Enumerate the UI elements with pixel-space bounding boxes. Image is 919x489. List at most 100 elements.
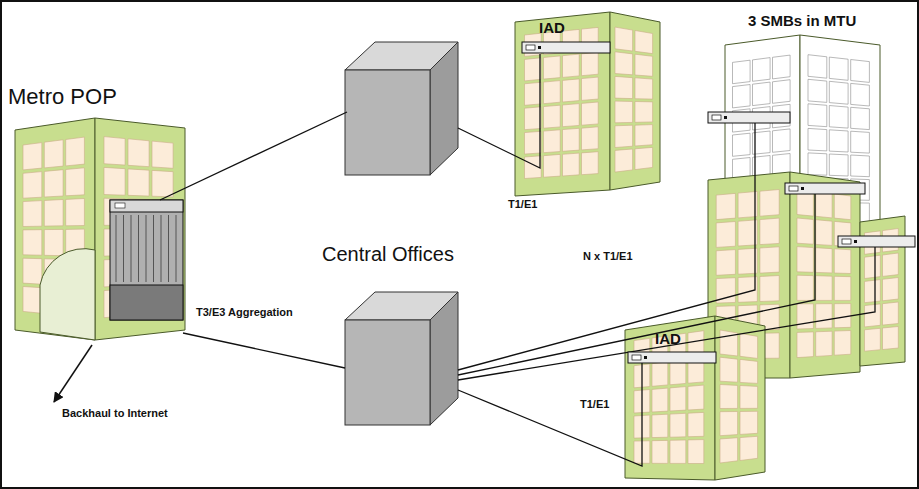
circuit-line xyxy=(160,112,347,200)
window xyxy=(797,332,813,358)
window xyxy=(544,81,561,104)
window xyxy=(670,387,686,411)
window xyxy=(851,155,870,177)
circuit-line xyxy=(458,247,875,380)
window xyxy=(816,248,832,273)
window xyxy=(865,280,881,303)
drawing-part xyxy=(838,236,915,247)
window xyxy=(733,133,751,156)
window xyxy=(688,440,704,464)
window xyxy=(635,102,653,123)
window xyxy=(720,412,738,436)
window xyxy=(563,54,580,77)
window xyxy=(760,218,779,245)
window xyxy=(808,55,827,78)
window xyxy=(829,154,848,176)
window xyxy=(773,129,791,152)
drawing-part xyxy=(161,215,162,282)
link-label: T1/E1 xyxy=(580,398,609,410)
window xyxy=(816,192,832,218)
drawing-part xyxy=(538,46,541,49)
window xyxy=(816,304,832,329)
drawing-part xyxy=(632,355,641,360)
drawing-part xyxy=(138,215,139,282)
iad-device xyxy=(628,352,716,363)
building-face xyxy=(790,172,860,378)
window xyxy=(23,201,42,227)
window xyxy=(740,333,758,358)
central-office xyxy=(345,292,458,425)
window xyxy=(670,413,686,437)
building-face xyxy=(715,316,765,480)
backhaul-arrow xyxy=(54,345,92,402)
window xyxy=(834,331,851,356)
window xyxy=(23,143,42,170)
building-label: Metro POP xyxy=(8,85,117,109)
window xyxy=(582,127,599,150)
building-face xyxy=(15,118,95,340)
drawing-part xyxy=(789,186,798,191)
circuit-line xyxy=(183,333,345,368)
window xyxy=(652,414,668,437)
window xyxy=(733,85,751,108)
window xyxy=(797,218,813,244)
drawing-part xyxy=(123,215,124,282)
window xyxy=(635,54,653,76)
window xyxy=(635,125,653,146)
window xyxy=(582,152,599,175)
drawing-part xyxy=(176,215,177,282)
window xyxy=(544,130,561,153)
link-label: T1/E1 xyxy=(508,198,537,210)
drawing-part xyxy=(110,285,183,320)
window xyxy=(738,333,757,358)
window xyxy=(720,438,738,463)
drawing-part xyxy=(628,352,716,363)
window xyxy=(851,83,870,106)
drawing-part xyxy=(842,239,851,244)
drawing-part xyxy=(522,42,610,53)
window xyxy=(740,359,758,383)
window xyxy=(563,104,580,127)
drawing-part xyxy=(712,115,721,120)
window xyxy=(808,128,827,151)
window xyxy=(104,167,125,195)
window xyxy=(128,169,149,196)
drawing-part xyxy=(790,172,860,378)
window xyxy=(883,302,899,325)
drawing-part xyxy=(110,200,183,212)
window xyxy=(834,276,851,300)
window xyxy=(720,357,738,382)
building-face xyxy=(95,118,185,340)
window xyxy=(688,385,704,410)
iad-device xyxy=(708,112,790,123)
building-face xyxy=(708,172,790,378)
iad-device xyxy=(522,42,610,53)
window xyxy=(883,253,899,276)
window xyxy=(716,193,735,219)
window xyxy=(66,168,85,196)
window xyxy=(23,230,42,256)
metro-pop-building: Metro POP xyxy=(15,118,185,340)
drawing-part xyxy=(345,320,430,425)
drawing-part xyxy=(724,116,727,119)
window xyxy=(716,250,735,276)
drawing-part xyxy=(610,12,660,190)
window xyxy=(23,287,42,314)
window xyxy=(635,147,653,169)
window xyxy=(851,107,870,129)
window xyxy=(615,27,633,51)
window xyxy=(563,153,580,176)
window xyxy=(563,128,580,151)
window xyxy=(883,278,899,301)
building-face xyxy=(610,12,660,190)
link-label: Backhaul to Internet xyxy=(62,407,168,419)
window xyxy=(44,140,63,168)
drawing-part xyxy=(115,203,125,208)
drawing-part xyxy=(116,215,117,282)
window xyxy=(44,170,63,197)
window xyxy=(851,60,870,83)
window xyxy=(816,331,832,356)
window xyxy=(829,57,848,80)
window xyxy=(615,125,633,147)
